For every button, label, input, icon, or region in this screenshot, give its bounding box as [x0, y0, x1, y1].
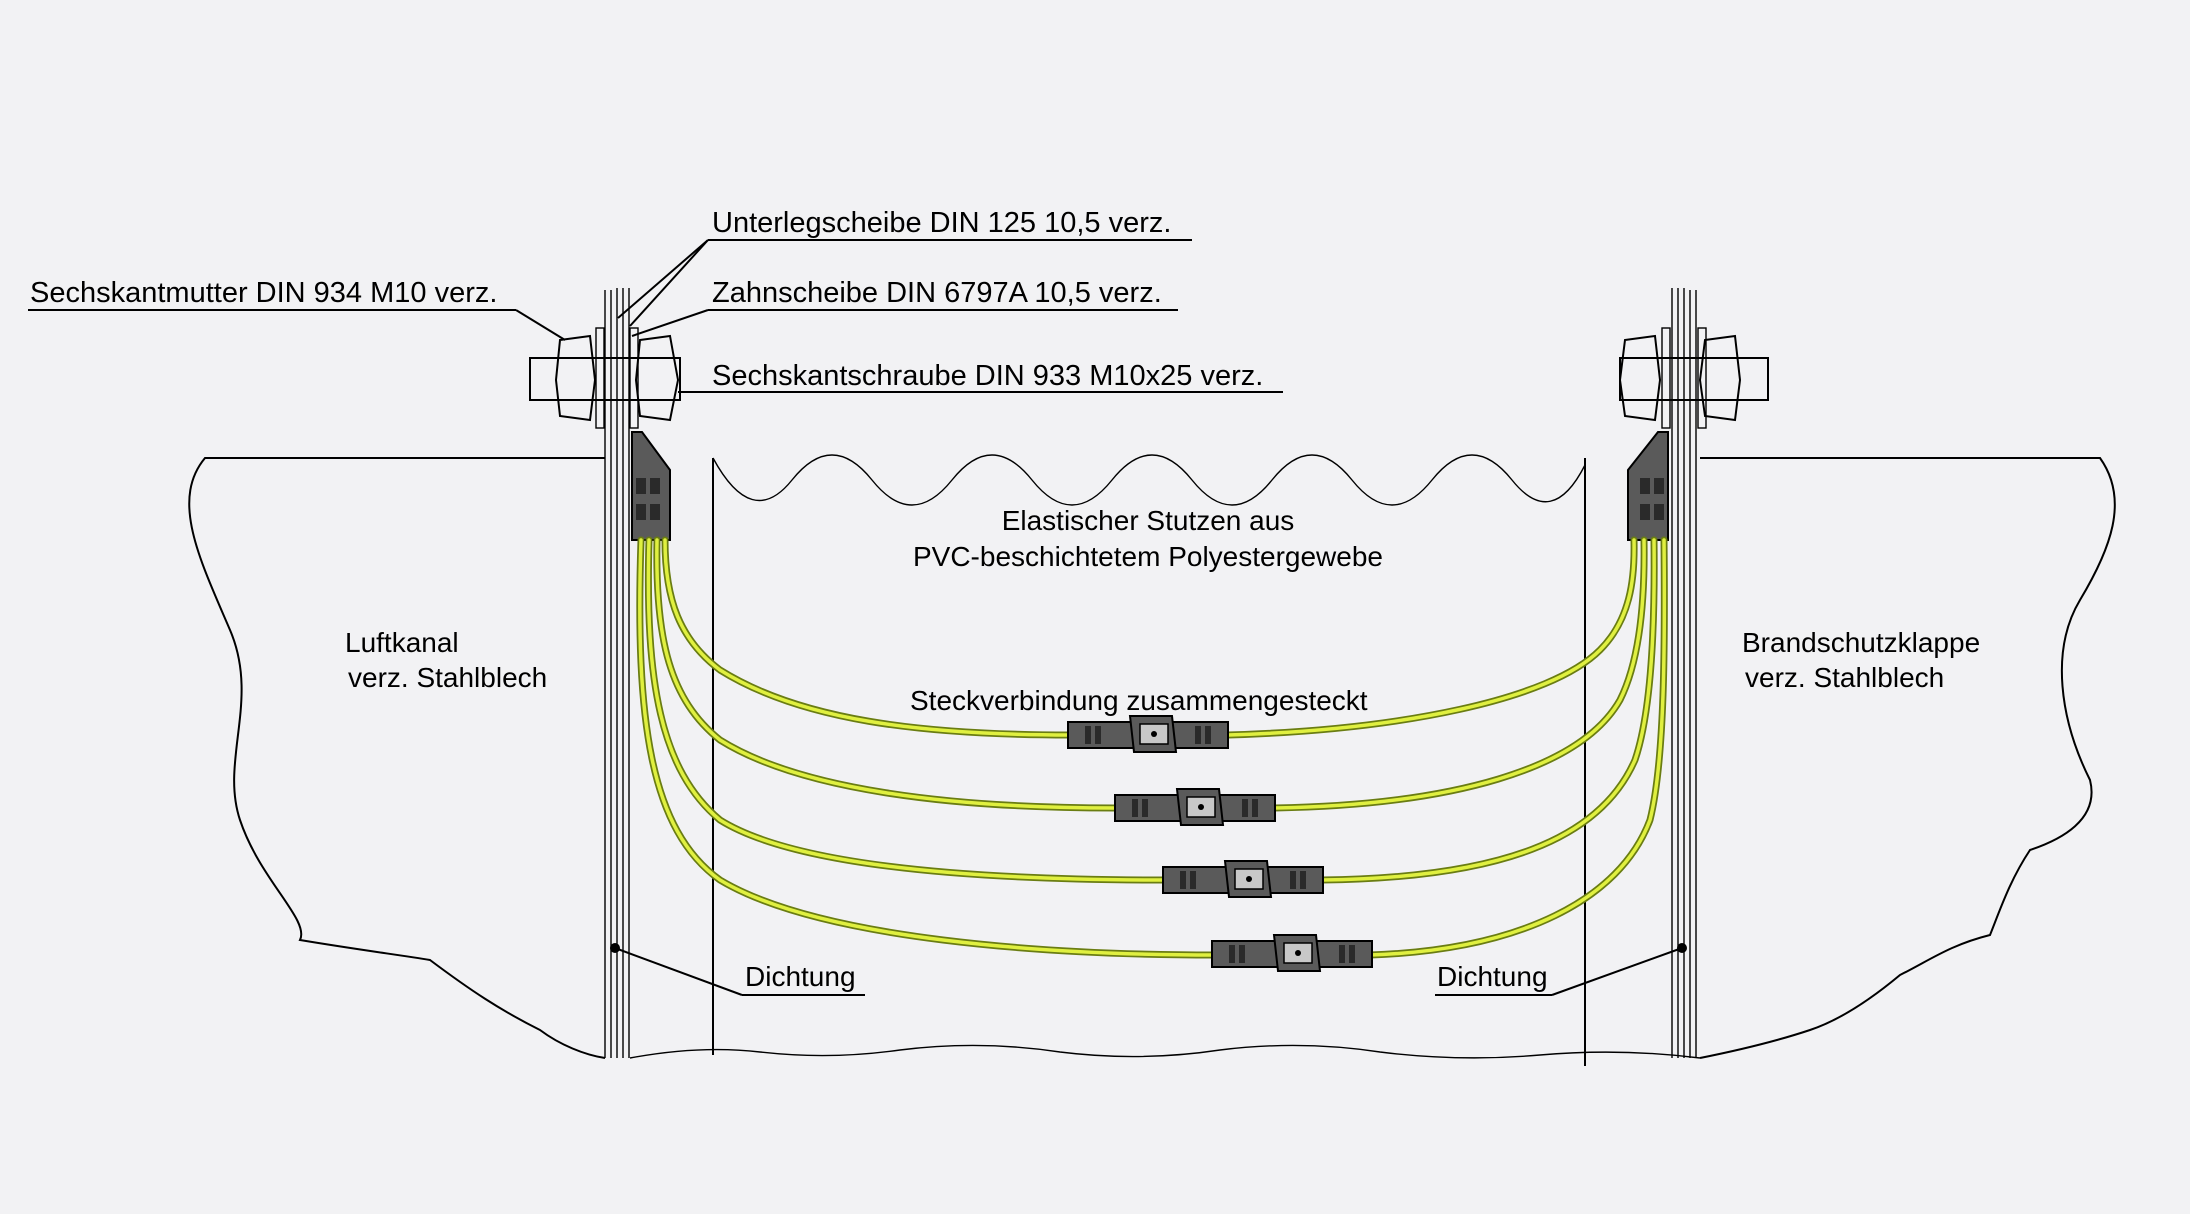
- label-washer: Unterlegscheibe DIN 125 10,5 verz.: [712, 207, 1171, 239]
- label-nut: Sechskantmutter DIN 934 M10 verz.: [30, 277, 497, 309]
- wire-3: [644, 536, 1658, 884]
- wire-2: [653, 536, 1648, 812]
- plug-connector-3: [1162, 860, 1324, 898]
- label-damper-line1: Brandschutzklappe: [1742, 627, 1980, 658]
- stub-top-wave: [712, 454, 1586, 506]
- label-duct-line2: verz. Stahlblech: [348, 662, 547, 693]
- stub-bottom-wave: [629, 1044, 1701, 1059]
- right-flange: [1671, 288, 1697, 1058]
- label-bolt: Sechskantschraube DIN 933 M10x25 verz.: [712, 360, 1263, 392]
- right-bolt-assembly: [1618, 327, 1769, 429]
- label-connector: Steckverbindung zusammengesteckt: [910, 685, 1368, 716]
- right-damper-outline: [1699, 457, 2116, 1059]
- label-damper-line2: verz. Stahlblech: [1745, 662, 1944, 693]
- leader-lines: [28, 239, 1683, 996]
- right-terminal-block: [1627, 431, 1669, 541]
- label-stub-line1: Elastischer Stutzen aus: [1002, 505, 1295, 536]
- left-bolt-assembly: [529, 327, 681, 429]
- label-duct-line1: Luftkanal: [345, 627, 459, 658]
- left-terminal-block: [631, 431, 671, 541]
- label-seal-left: Dichtung: [745, 961, 856, 992]
- wire-4: [636, 536, 1668, 959]
- plug-connector-2: [1114, 788, 1276, 826]
- label-stub-line2: PVC-beschichtetem Polyestergewebe: [913, 541, 1383, 572]
- plug-connector-4: [1211, 934, 1373, 972]
- plug-connector-1: [1067, 715, 1229, 753]
- label-seal-right: Dichtung: [1437, 961, 1548, 992]
- left-flange: [604, 288, 630, 1058]
- wire-1: [661, 536, 1638, 739]
- label-tooth-washer: Zahnscheibe DIN 6797A 10,5 verz.: [712, 277, 1162, 309]
- left-duct-outline: [188, 457, 606, 1059]
